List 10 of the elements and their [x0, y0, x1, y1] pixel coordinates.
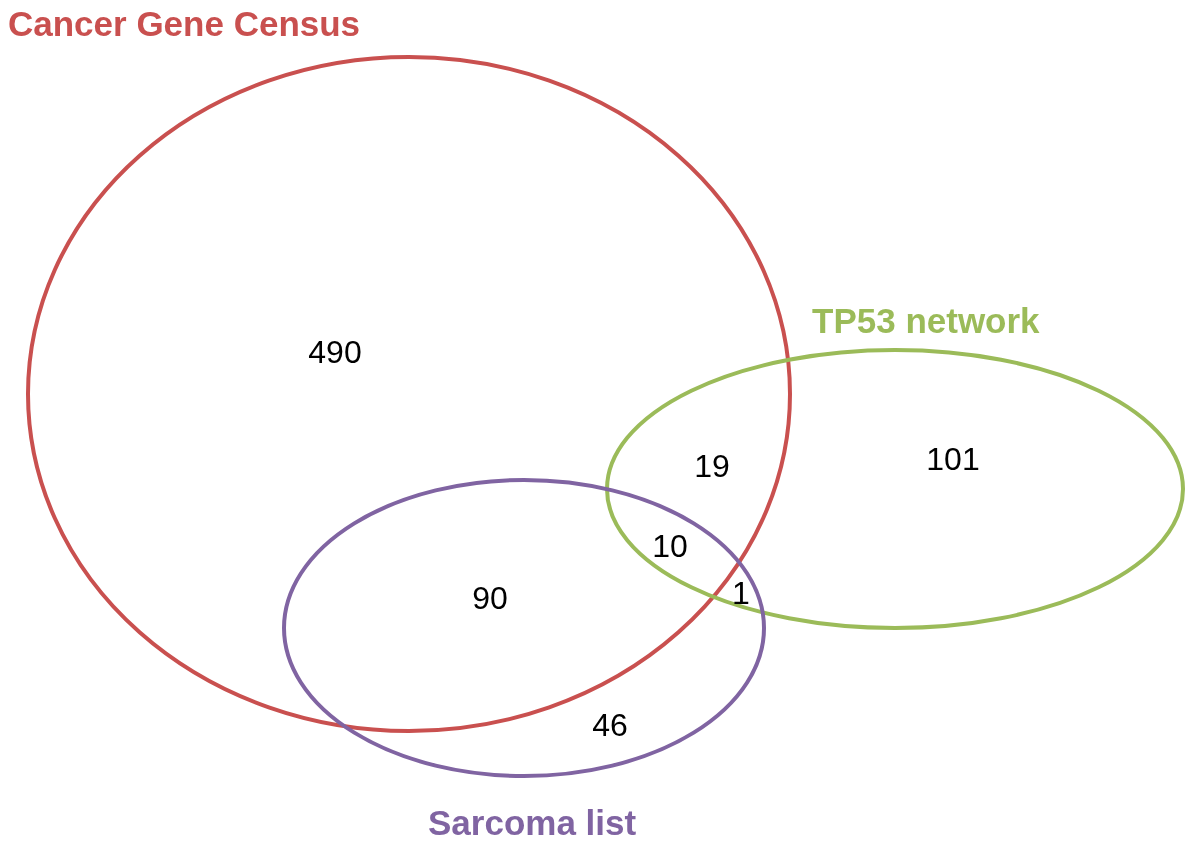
set-label: TP53 network [812, 303, 1040, 338]
set-label: Sarcoma list [428, 805, 637, 840]
count-label: 490 [308, 336, 362, 368]
count-label: 10 [652, 530, 688, 562]
count-label: 19 [694, 450, 730, 482]
count-label: 101 [926, 443, 980, 475]
count-label: 46 [592, 709, 628, 741]
count-label: 1 [732, 577, 750, 609]
set-label: Cancer Gene Census [8, 6, 361, 41]
count-label: 90 [472, 582, 508, 614]
